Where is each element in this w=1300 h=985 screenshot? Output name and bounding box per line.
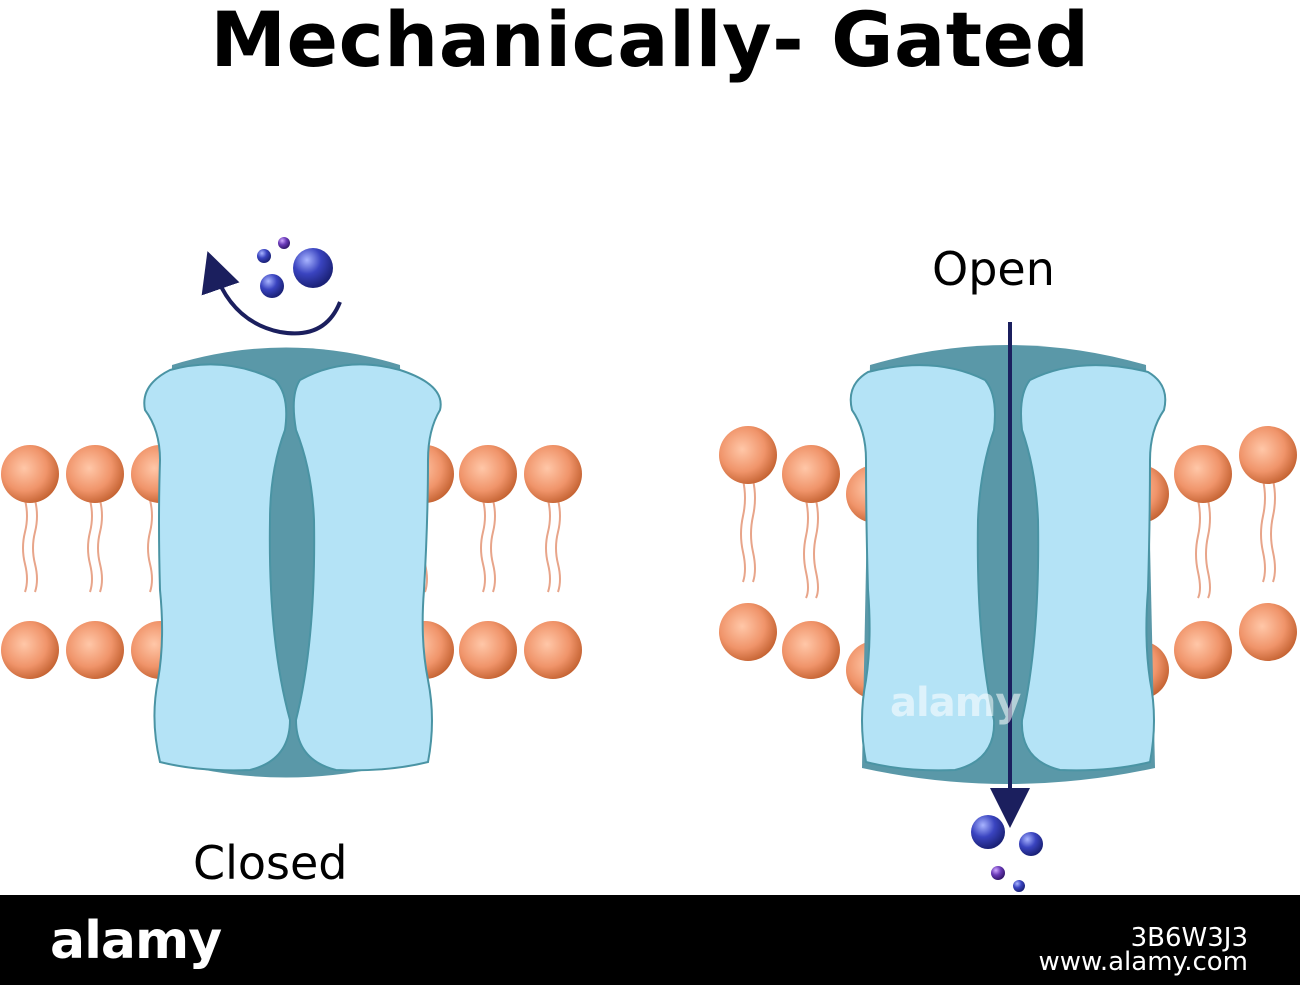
footer-url: www.alamy.com bbox=[1038, 947, 1248, 977]
watermark: alamy bbox=[890, 680, 1021, 726]
footer-image-id: 3B6W3J3 bbox=[1130, 923, 1248, 953]
footer-logo: alamy bbox=[50, 911, 222, 971]
closed-membrane bbox=[1, 445, 582, 679]
deflect-arrow bbox=[201, 251, 342, 336]
open-ions bbox=[971, 815, 1043, 892]
closed-ions bbox=[257, 237, 333, 298]
diagram-title: Mechanically- Gated bbox=[210, 0, 1090, 84]
closed-channel-protein bbox=[143, 347, 442, 778]
closed-label: Closed bbox=[193, 836, 348, 890]
footer-bar: alamy 3B6W3J3 www.alamy.com bbox=[0, 895, 1300, 985]
open-label: Open bbox=[932, 242, 1055, 296]
